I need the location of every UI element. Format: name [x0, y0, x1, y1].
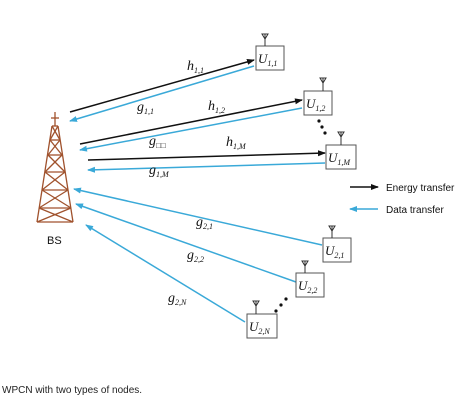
- user-node-u12: U1,2: [303, 77, 333, 116]
- wpcn-diagram: BS U1,1 U1,2 U1,M: [36, 33, 455, 339]
- label-g12: g□□: [149, 134, 166, 150]
- user-label-u12: U1,2: [306, 96, 325, 113]
- user-node-u22: U2,2: [295, 260, 325, 298]
- label-g21: g2,1: [196, 215, 213, 231]
- user-label-u22: U2,2: [298, 278, 317, 295]
- data-arrow-u22: [75, 203, 297, 283]
- data-arrow-u1m: [87, 162, 326, 173]
- figure-caption: WPCN with two types of nodes.: [2, 385, 143, 396]
- user-node-u21: U2,1: [322, 225, 352, 263]
- user-label-u1m: U1,M: [328, 150, 351, 167]
- user-label-u11: U1,1: [258, 51, 277, 68]
- label-h12: h1,2: [208, 99, 225, 115]
- channel-labels: h1,1 g1,1 h1,2 g□□ h1,M g1,M g2,1 g2,2 g…: [137, 59, 247, 307]
- label-g1m: g1,M: [149, 163, 170, 179]
- ellipsis-dots-group2: [274, 297, 288, 313]
- user-label-u21: U2,1: [325, 243, 344, 260]
- user-label-u2n: U2,N: [249, 319, 270, 336]
- label-g11: g1,1: [137, 100, 154, 116]
- energy-arrow-u1m: [87, 150, 326, 161]
- legend-data-label: Data transfer: [386, 205, 444, 216]
- energy-arrows: [69, 59, 326, 161]
- energy-arrow-u11: [69, 59, 255, 113]
- user-node-u1m: U1,M: [325, 131, 357, 170]
- legend: Energy transfer Data transfer: [349, 183, 455, 216]
- base-station-tower-icon: [36, 112, 74, 223]
- data-arrow-u11: [69, 65, 255, 122]
- label-h11: h1,1: [187, 59, 204, 75]
- user-node-u11: U1,1: [255, 33, 285, 71]
- bs-label: BS: [47, 235, 62, 247]
- label-h1m: h1,M: [226, 135, 247, 151]
- user-node-u2n: U2,N: [246, 300, 278, 339]
- data-arrow-u2n: [85, 224, 246, 323]
- data-arrow-u21: [73, 187, 323, 246]
- legend-energy-label: Energy transfer: [386, 183, 455, 194]
- label-g2n: g2,N: [168, 291, 187, 307]
- label-g22: g2,2: [187, 248, 204, 264]
- data-arrow-u12: [79, 107, 303, 152]
- energy-arrow-u12: [79, 98, 303, 145]
- ellipsis-dots-group1: [317, 119, 327, 135]
- data-arrows: [69, 65, 326, 323]
